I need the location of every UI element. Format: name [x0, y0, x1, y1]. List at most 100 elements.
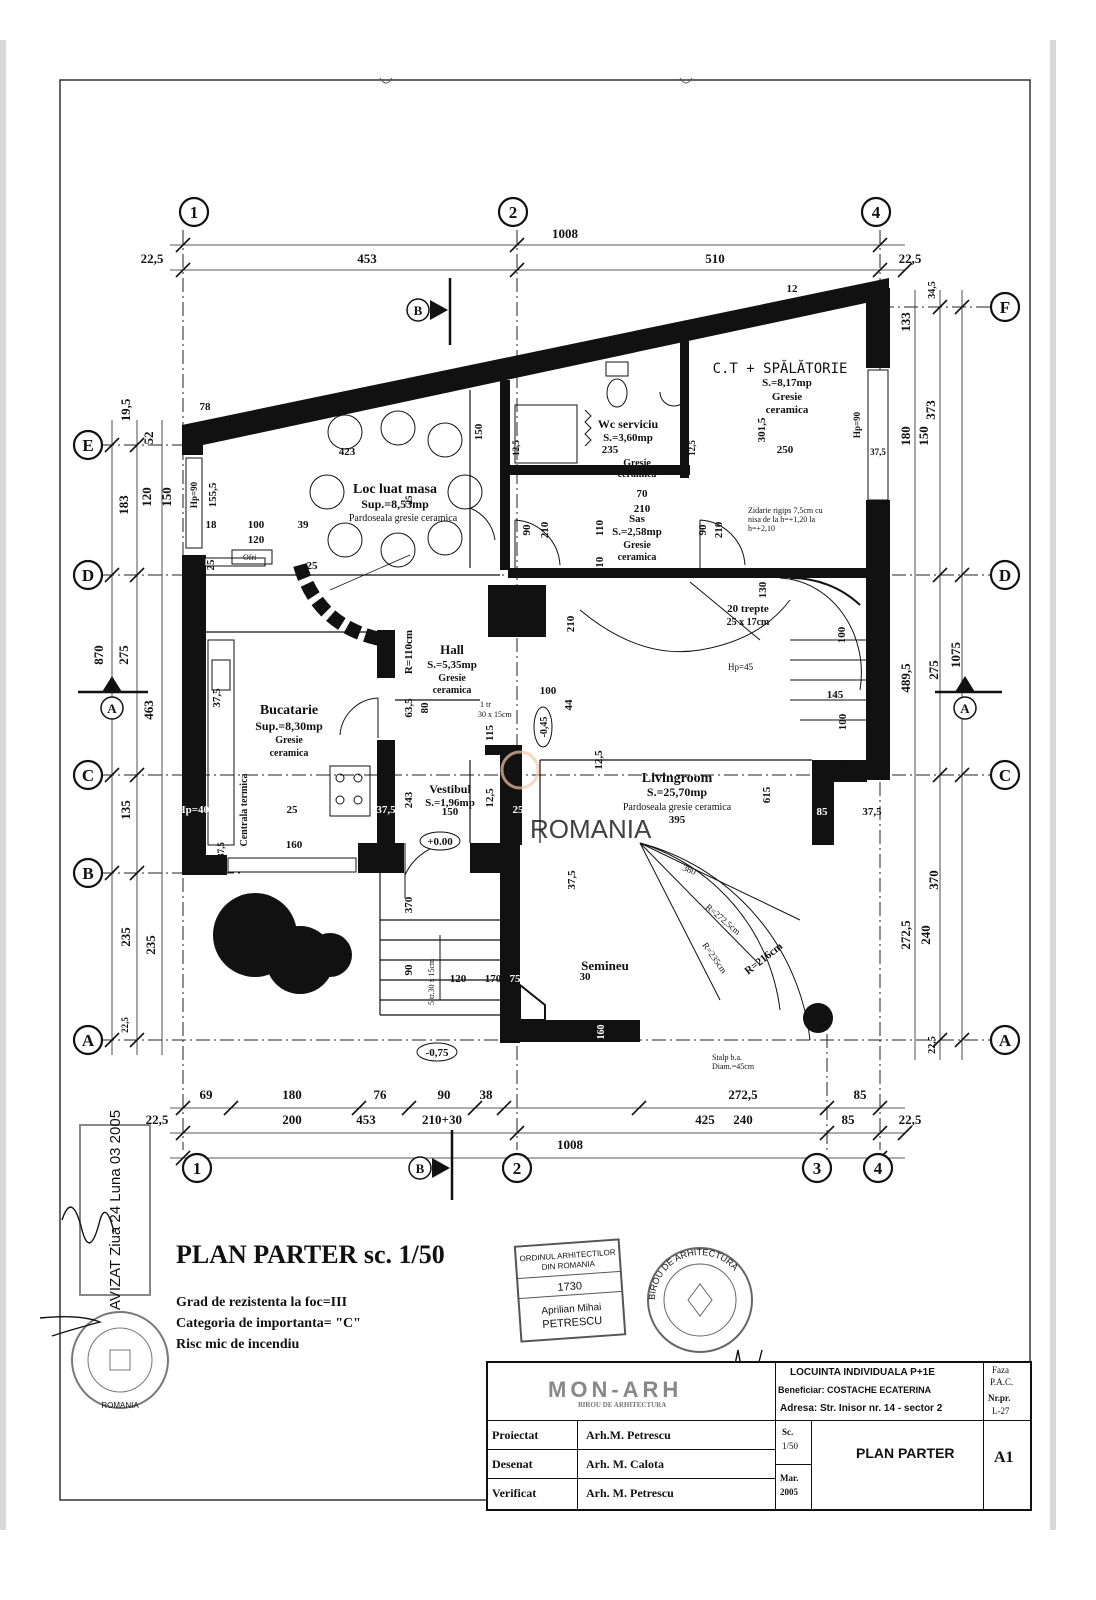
axis-label-d-left: D [82, 566, 94, 585]
svg-text:Hp=40: Hp=40 [177, 804, 209, 816]
axis-label-b: B [82, 864, 93, 883]
level-zero: +0.00 [427, 836, 453, 848]
svg-text:133: 133 [898, 312, 913, 332]
company-sub: BIROU DE ARHITECTURA [578, 1401, 667, 1409]
svg-text:210: 210 [713, 521, 725, 538]
svg-text:ceramica: ceramica [618, 469, 657, 480]
svg-text:Pardoseala gresie ceramica: Pardoseala gresie ceramica [623, 802, 732, 813]
svg-text:nisa de la h=+1,20 la: nisa de la h=+1,20 la [748, 515, 815, 524]
small-notes: Zidarie rigips 7,5cm cu nisa de la h=+1,… [243, 506, 823, 1071]
scale-value: 1/50 [782, 1441, 799, 1451]
svg-text:210: 210 [539, 521, 551, 538]
windows [185, 369, 889, 873]
section-cut-a-right [935, 676, 1002, 694]
section-label-b-bottom: B [416, 1161, 425, 1176]
radius-leader [329, 554, 411, 591]
svg-text:Ofri: Ofri [243, 553, 257, 562]
svg-text:Hp=90: Hp=90 [852, 411, 862, 438]
watermark-text: ROMANIA [530, 814, 652, 844]
svg-text:120: 120 [248, 534, 265, 546]
dim-top-left-offset: 22,5 [141, 251, 164, 266]
top-dimensions: 1008 22,5 453 510 22,5 [141, 226, 922, 266]
svg-text:DIN ROMANIA: DIN ROMANIA [541, 1259, 595, 1272]
svg-text:272,5: 272,5 [898, 920, 913, 950]
svg-text:Pardoseala gresie ceramica: Pardoseala gresie ceramica [349, 513, 458, 524]
svg-text:250: 250 [777, 444, 794, 456]
level-exterior: -0,75 [426, 1047, 449, 1059]
svg-text:Gresie: Gresie [623, 540, 651, 551]
section-labels: B B A A [107, 303, 970, 1176]
stamp-oar: ORDINUL ARHITECTILOR DIN ROMANIA 1730 Ap… [513, 1238, 627, 1343]
room-wc-area: S.=3,60mp [603, 432, 653, 444]
stamp-round-left: ROMANIA [71, 1311, 169, 1410]
svg-text:ceramica: ceramica [766, 404, 809, 416]
dining-chairs [309, 410, 483, 568]
dim-bottom-r2: 22,5 [899, 1112, 922, 1127]
room-wc-label: Wc serviciu [598, 417, 659, 431]
company-cell: MON-ARH BIROU DE ARHITECTURA [488, 1363, 776, 1421]
svg-text:12,5: 12,5 [687, 440, 697, 456]
room-ct-label: C.T + SPĂLĂTORIE [713, 359, 848, 377]
kitchen-fixtures [207, 549, 371, 846]
walls [182, 278, 890, 1043]
svg-text:Gresie: Gresie [438, 673, 466, 684]
svg-text:85: 85 [817, 806, 829, 818]
dim-bottom-r2: 453 [356, 1112, 376, 1127]
project-name: LOCUINTA INDIVIDUALA P+1E [790, 1367, 935, 1378]
wall-right-pier [812, 775, 834, 845]
svg-text:373: 373 [923, 400, 938, 420]
dim-bottom-r2: 210+30 [422, 1112, 462, 1127]
svg-text:25: 25 [205, 559, 217, 571]
svg-text:130: 130 [757, 581, 769, 598]
svg-text:R=216cm: R=216cm [742, 940, 785, 977]
dim-bottom-r1: 85 [854, 1087, 868, 1102]
scale-cell: Sc. 1/50 [776, 1421, 812, 1465]
fire-rating: Grad de rezistenta la foc=III [176, 1295, 348, 1310]
phase-value: P.A.C. [990, 1377, 1014, 1387]
svg-text:235: 235 [602, 444, 619, 456]
svg-text:1075: 1075 [948, 642, 963, 669]
svg-text:25: 25 [307, 560, 319, 572]
dim-bottom-r2: 200 [282, 1112, 302, 1127]
dim-bottom-total: 1008 [557, 1137, 584, 1152]
axis-label-c-left: C [82, 766, 94, 785]
wall-vestibule-right [500, 745, 522, 845]
svg-text:37,5: 37,5 [376, 804, 396, 816]
wall-ct-left [680, 340, 689, 478]
svg-text:180: 180 [898, 426, 913, 446]
watermark-logo [500, 750, 540, 790]
svg-text:Gresie: Gresie [772, 391, 802, 403]
project-cell: LOCUINTA INDIVIDUALA P+1E Beneficiar: CO… [776, 1363, 984, 1421]
svg-text:243: 243 [403, 791, 415, 808]
project-number: L-27 [992, 1406, 1010, 1416]
sloped-roof-wall [182, 278, 889, 455]
concrete-pillar [803, 1003, 833, 1033]
axis-label-c-right: C [999, 766, 1011, 785]
room-living-label: Livingroom [642, 771, 713, 786]
axis-bubbles [72, 196, 1021, 1184]
svg-text:115: 115 [484, 725, 496, 741]
svg-text:37,5: 37,5 [862, 806, 882, 818]
svg-text:Aprilian Mihai: Aprilian Mihai [541, 1302, 602, 1317]
spiral-stair [579, 576, 866, 1041]
hall-column-block [488, 585, 546, 637]
svg-text:34,5: 34,5 [927, 281, 938, 299]
scan-edge-right [1050, 40, 1056, 1530]
svg-text:275: 275 [926, 660, 941, 680]
room-dining-label: Loc luat masa [353, 482, 437, 497]
axis-label-a-right: A [999, 1031, 1012, 1050]
svg-text:240: 240 [918, 925, 933, 945]
room-hall-label: Hall [440, 642, 464, 657]
axis-label-2-bottom: 2 [513, 1159, 522, 1178]
svg-text:78: 78 [200, 401, 212, 413]
dim-bottom-r1: 38 [480, 1087, 494, 1102]
svg-text:22,5: 22,5 [927, 1036, 938, 1054]
dimension-ticks [104, 237, 970, 1166]
svg-text:37,5: 37,5 [211, 688, 223, 708]
axis-label-a-left: A [82, 1031, 95, 1050]
dim-bottom-r2: 425 [695, 1112, 715, 1127]
room-fireplace-label: Semineu [581, 958, 629, 973]
svg-text:1730: 1730 [557, 1280, 582, 1294]
svg-text:PETRESCU: PETRESCU [542, 1315, 603, 1331]
